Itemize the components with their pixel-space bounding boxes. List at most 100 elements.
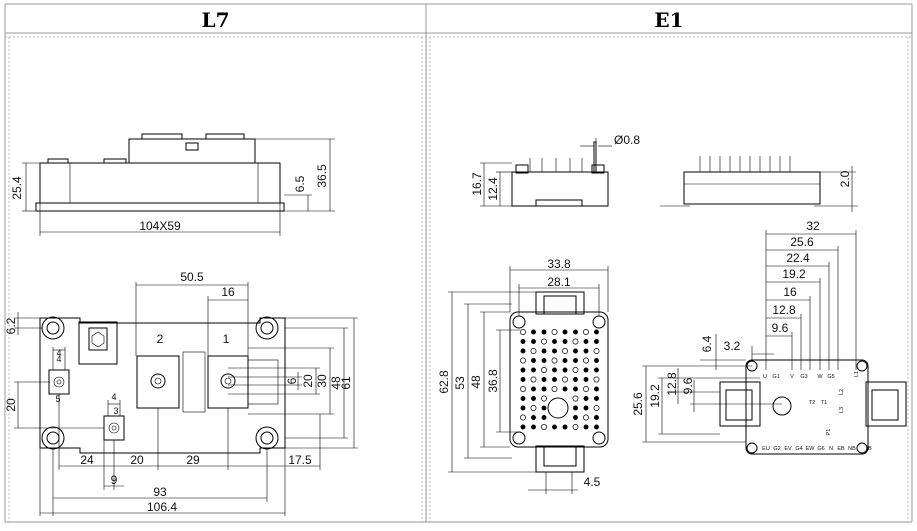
- e1-front-view: 33.8 28.1 62.8 53 48 36.8 4.5: [437, 257, 609, 494]
- l7-dim-6-2: 6.2: [4, 317, 18, 334]
- pin-dot: [520, 424, 526, 430]
- pin-dot: [541, 405, 547, 411]
- pin-label-eu: EU: [762, 446, 770, 452]
- pin-dot: [562, 358, 568, 363]
- e1-side-view-right: 2.0: [660, 156, 858, 212]
- pin-dot: [531, 358, 536, 363]
- l7-dim-16: 16: [221, 285, 235, 299]
- l7-pin4-label: 4: [56, 354, 61, 364]
- pin-label-g4: G4: [795, 446, 802, 452]
- pin-label-g1: G1: [772, 374, 779, 380]
- pin-dot: [572, 424, 579, 430]
- pin-dot: [572, 395, 579, 402]
- pin-dot: [552, 367, 557, 373]
- pin-dot: [593, 405, 600, 411]
- l7-dim-6-right: 6: [285, 377, 299, 384]
- pin-dot: [573, 405, 578, 411]
- pin-dot: [583, 357, 589, 364]
- e1-dim-32: 32: [806, 219, 820, 233]
- l7-dim-footprint: 104X59: [139, 219, 181, 233]
- pin-label-w: W: [817, 374, 823, 380]
- l7-dim-50-5: 50.5: [180, 270, 204, 284]
- e1-dim-53: 53: [453, 376, 467, 390]
- e1-pinout-view: U G1 V G3 W G5 EU G2 EV G4 EW G6 N EB NB…: [631, 219, 907, 455]
- e1-bottom-pin-labels: EU G2 EV G4 EW G6 N EB NB: [762, 446, 856, 452]
- pin-dot: [562, 424, 568, 430]
- e1-dim-6-4: 6.4: [700, 335, 714, 352]
- l7-dim-20-right: 20: [301, 374, 315, 388]
- pin-dot: [541, 424, 547, 430]
- e1-dim-4-5: 4.5: [584, 475, 601, 489]
- pin-dot: [541, 367, 547, 373]
- pin-dot: [573, 348, 578, 354]
- pin-label-t1: T1: [821, 400, 827, 406]
- pin-dot: [594, 358, 599, 363]
- pin-dot: [572, 338, 579, 345]
- pin-label-v: V: [790, 374, 794, 380]
- e1-dim-25-6: 25.6: [790, 235, 814, 249]
- e1-dim-9-6: 9.6: [772, 321, 789, 335]
- e1-dim-33-8: 33.8: [547, 257, 571, 271]
- pin-dot: [583, 405, 589, 411]
- l7-dim-9: 9: [111, 473, 118, 487]
- pin-dot: [593, 348, 600, 354]
- pin-dot: [531, 415, 536, 420]
- l7-dim-61: 61: [339, 376, 353, 390]
- pin-dot: [530, 376, 537, 383]
- pin-dot: [594, 424, 599, 430]
- e1-dim-28-1: 28.1: [547, 275, 571, 289]
- pin-label-g3: G3: [800, 374, 807, 380]
- pin-label-b: B: [868, 446, 872, 452]
- pin-dot: [552, 377, 557, 382]
- pin-dot: [573, 358, 578, 363]
- pin-dot: [541, 377, 547, 382]
- pin-label-n: N: [829, 446, 833, 452]
- pin-dot: [530, 405, 537, 411]
- pin-dot: [541, 415, 547, 420]
- e1-dim-2-0: 2.0: [838, 170, 852, 187]
- pin-dot: [531, 424, 536, 430]
- l7-dim-30: 30: [315, 374, 329, 388]
- e1-pin-grid: [520, 329, 600, 430]
- pin-label-l1: L1: [854, 371, 860, 377]
- pin-dot: [541, 338, 547, 345]
- pin-dot: [562, 367, 568, 373]
- pin-dot: [594, 396, 599, 401]
- l7-dim-20-left: 20: [4, 398, 18, 412]
- l7-dim-29: 29: [186, 453, 200, 467]
- pin-label-p1: P1: [826, 429, 832, 436]
- pin-dot: [520, 339, 526, 344]
- pin-dot: [594, 386, 599, 392]
- pin-dot: [573, 386, 578, 392]
- pin-dot: [552, 348, 557, 354]
- pin-dot: [594, 329, 599, 335]
- pin-dot: [520, 357, 526, 364]
- pin-dot: [562, 348, 568, 354]
- pin-dot: [552, 424, 557, 430]
- pin-label-l3: L3: [839, 407, 845, 413]
- pin-label-ev: EV: [784, 446, 792, 452]
- pin-dot: [520, 329, 526, 335]
- pin-label-g5: G5: [827, 374, 834, 380]
- pin-dot: [583, 329, 589, 335]
- pin-dot: [572, 367, 579, 373]
- l7-dim-106-4: 106.4: [147, 500, 177, 514]
- e1-dim-16-7: 16.7: [470, 172, 484, 196]
- pin-dot: [583, 367, 589, 373]
- pin-label-g2: G2: [773, 446, 780, 452]
- e1-dim-v19-2: 19.2: [648, 384, 662, 408]
- pin-dot: [531, 329, 536, 335]
- l7-dim-20-bottom: 20: [130, 453, 144, 467]
- e1-dim-3-2: 3.2: [724, 339, 741, 353]
- pin-dot: [520, 348, 526, 354]
- l7-dim-4a: 4: [56, 348, 61, 358]
- pin-dot: [531, 367, 536, 373]
- pin-dot: [551, 386, 558, 392]
- pin-dot: [562, 329, 568, 335]
- pin-dot: [541, 358, 547, 363]
- pin-dot: [594, 415, 599, 420]
- l7-terminal-1-label: 1: [223, 332, 230, 346]
- header-e1: E1: [654, 8, 684, 32]
- pin-dot: [520, 405, 526, 411]
- pin-dot: [541, 386, 547, 392]
